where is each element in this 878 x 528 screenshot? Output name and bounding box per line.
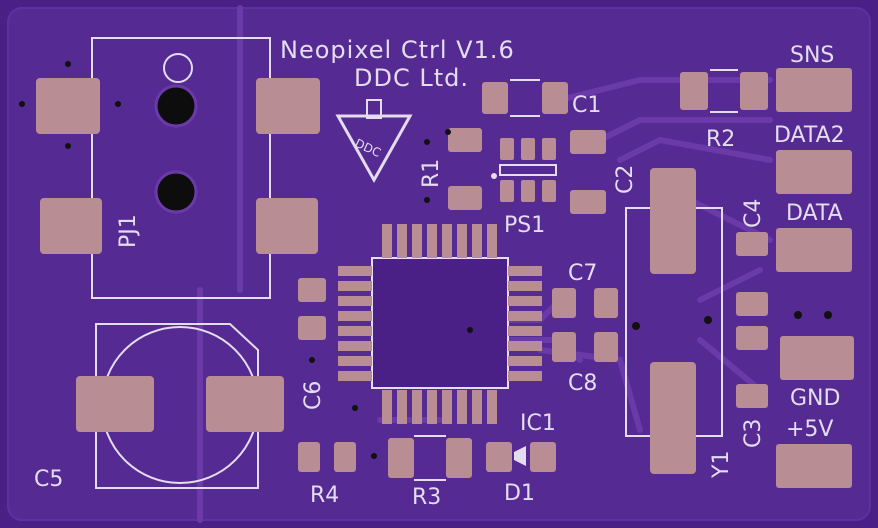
sns-pad (776, 68, 852, 112)
c1-pad-2 (542, 82, 568, 114)
board-subtitle: DDC Ltd. (354, 64, 469, 92)
ps1-pad (500, 180, 514, 202)
label-c4: C4 (741, 199, 766, 228)
p5v-pad (776, 444, 852, 488)
r4-pad-1 (298, 442, 320, 472)
c3-pad-1 (736, 326, 768, 350)
label-c6: C6 (301, 381, 326, 410)
c4-pad-1 (736, 232, 768, 256)
r2-pad-1 (680, 72, 708, 110)
gnd-pad (780, 336, 854, 380)
logo-triangle (335, 114, 413, 184)
c7-pad-2 (594, 288, 618, 318)
pj1-outline (91, 37, 271, 299)
r3-pad-1 (388, 438, 414, 478)
c3-pad-2 (736, 384, 768, 408)
ps1-pad (521, 180, 535, 202)
ic1-left-pins (338, 266, 372, 381)
via (115, 101, 121, 107)
label-data2: DATA2 (774, 123, 845, 148)
pj1-pad-2 (256, 78, 320, 134)
label-sns: SNS (790, 43, 834, 68)
ic1-body (371, 257, 509, 389)
label-data: DATA (786, 201, 843, 226)
label-c5: C5 (34, 467, 63, 492)
c5-pad-1 (76, 376, 154, 432)
d1-pad-1 (486, 442, 512, 472)
label-c1: C1 (572, 93, 601, 118)
label-ic1: IC1 (520, 411, 556, 436)
c6-pad-1 (298, 278, 326, 302)
pj1-pad-4 (256, 198, 318, 254)
c7-pad-1 (552, 288, 576, 318)
data-pad (776, 228, 852, 272)
c8-pad-1 (552, 332, 576, 362)
via (19, 101, 25, 107)
y1-pad-1 (650, 168, 696, 274)
label-c3: C3 (741, 419, 766, 448)
ps1-pad (521, 138, 535, 160)
label-r2: R2 (706, 127, 735, 152)
label-y1: Y1 (709, 451, 734, 479)
ic1-chip (338, 224, 542, 424)
r4-pad-2 (334, 442, 356, 472)
ps1-pad (542, 180, 556, 202)
c2-pad-2 (570, 190, 606, 214)
r1-pad-2 (448, 186, 482, 210)
r3-pad-2 (446, 438, 472, 478)
ic1-top-pins (382, 224, 497, 258)
r2-pad-2 (740, 72, 768, 110)
pj1-hole-1 (154, 84, 198, 128)
c5-pad-2 (206, 376, 284, 432)
label-c8: C8 (568, 371, 597, 396)
c5-capacitor (76, 323, 284, 489)
pj1-hole-2 (154, 170, 198, 214)
label-r1: R1 (419, 159, 444, 188)
via (65, 61, 71, 67)
label-r4: R4 (310, 483, 339, 508)
ic1-bottom-pins (382, 390, 497, 424)
ddc-logo: DDC (335, 99, 413, 184)
label-p5v: +5V (786, 417, 833, 442)
board-title: Neopixel Ctrl V1.6 (280, 36, 515, 64)
c2-pad-1 (570, 130, 606, 154)
via (65, 143, 71, 149)
c4-pad-2 (736, 292, 768, 316)
label-r3: R3 (412, 485, 441, 510)
ps1-pad (542, 138, 556, 160)
label-c2: C2 (613, 165, 638, 194)
label-c7: C7 (568, 261, 597, 286)
label-ps1: PS1 (504, 213, 545, 238)
ps1-pad (500, 138, 514, 160)
c1-pad-1 (482, 82, 508, 114)
r1-pad-1 (448, 128, 482, 152)
d1-pad-2 (530, 442, 556, 472)
c6-pad-2 (298, 316, 326, 340)
label-gnd: GND (790, 386, 840, 411)
label-d1: D1 (504, 481, 535, 506)
pj1-pad-1 (36, 78, 100, 134)
ic1-right-pins (508, 266, 542, 381)
label-pj1: PJ1 (116, 214, 141, 248)
pj1-pad-3 (40, 198, 102, 254)
y1-pad-2 (650, 362, 696, 474)
logo-cap (366, 99, 382, 119)
data2-pad (776, 150, 852, 194)
c8-pad-2 (594, 332, 618, 362)
pj1-pin1-marker (163, 53, 193, 83)
pj1-jack (19, 37, 320, 299)
